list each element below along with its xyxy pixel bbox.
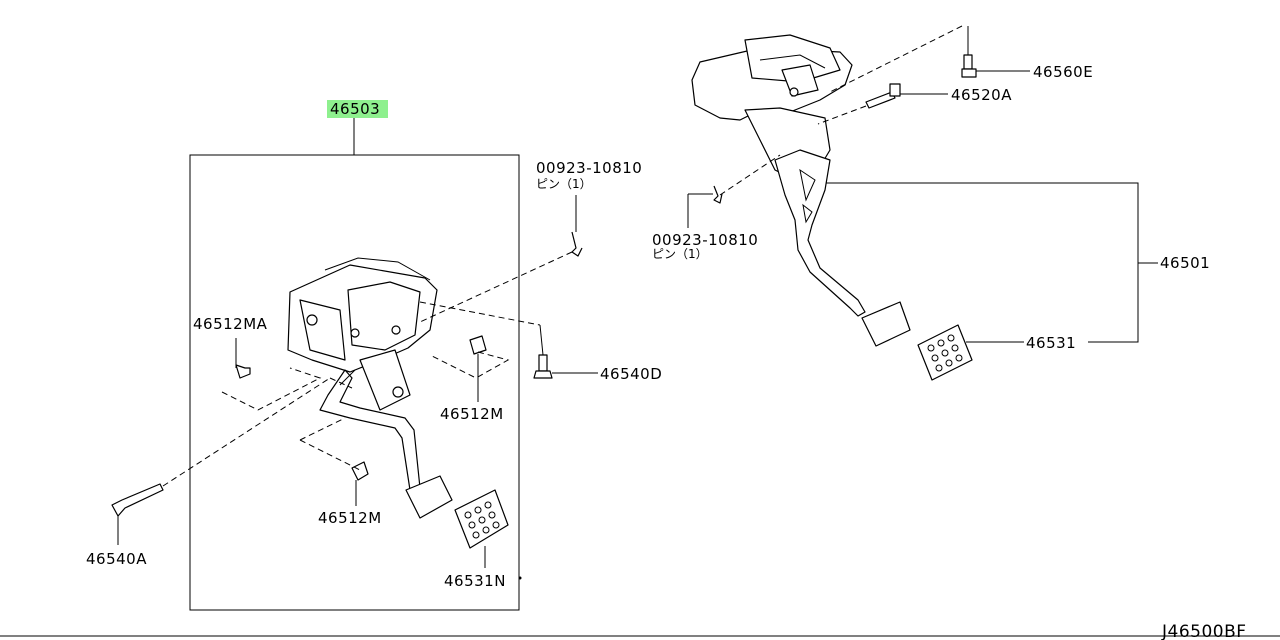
callout-00923-10810-left[interactable]: 00923-10810 [536,159,642,177]
right-assembly-group: 46560E 46520A 00923-10810 ピン（1） 46501 46… [652,25,1210,381]
callout-pin-desc-left: ピン（1） [536,177,592,191]
part-highlight [327,100,388,118]
pin-right [713,185,723,204]
pedal-arm-left [319,369,453,519]
pedal-bracket-left [287,257,438,411]
bolt-46560E [961,54,977,78]
callout-46540D[interactable]: 46540D [600,365,662,383]
diagram-id: J46500BF [1161,622,1247,640]
callout-46503[interactable]: 46503 [330,100,380,118]
callout-46520A[interactable]: 46520A [951,86,1012,104]
clip-lower [351,461,369,481]
pedal-pad-right [917,324,973,381]
pedal-bracket-right [691,34,853,181]
pedal-pad-left [454,489,509,549]
callout-46512M-upper[interactable]: 46512M [440,405,504,423]
callout-46531[interactable]: 46531 [1026,334,1076,352]
pivot-bolt-left [111,483,164,545]
bolt-46540D [533,354,553,379]
clip-upper [469,335,487,355]
callout-46512MA[interactable]: 46512MA [193,315,268,333]
callout-46501[interactable]: 46501 [1160,254,1210,272]
callout-46560E[interactable]: 46560E [1033,63,1093,81]
callout-46540A[interactable]: 46540A [86,550,147,568]
callout-00923-10810-right[interactable]: 00923-10810 [652,231,758,249]
left-assembly-group: 46503 [86,100,662,611]
pin-left [571,231,583,257]
callout-pin-desc-right: ピン（1） [652,247,708,261]
callout-46531N[interactable]: 46531N [444,572,506,590]
clip-46512MA [235,364,251,379]
callout-46512M-lower[interactable]: 46512M [318,509,382,527]
bolt-46520A [865,83,901,109]
pedal-arm-right [774,149,911,347]
